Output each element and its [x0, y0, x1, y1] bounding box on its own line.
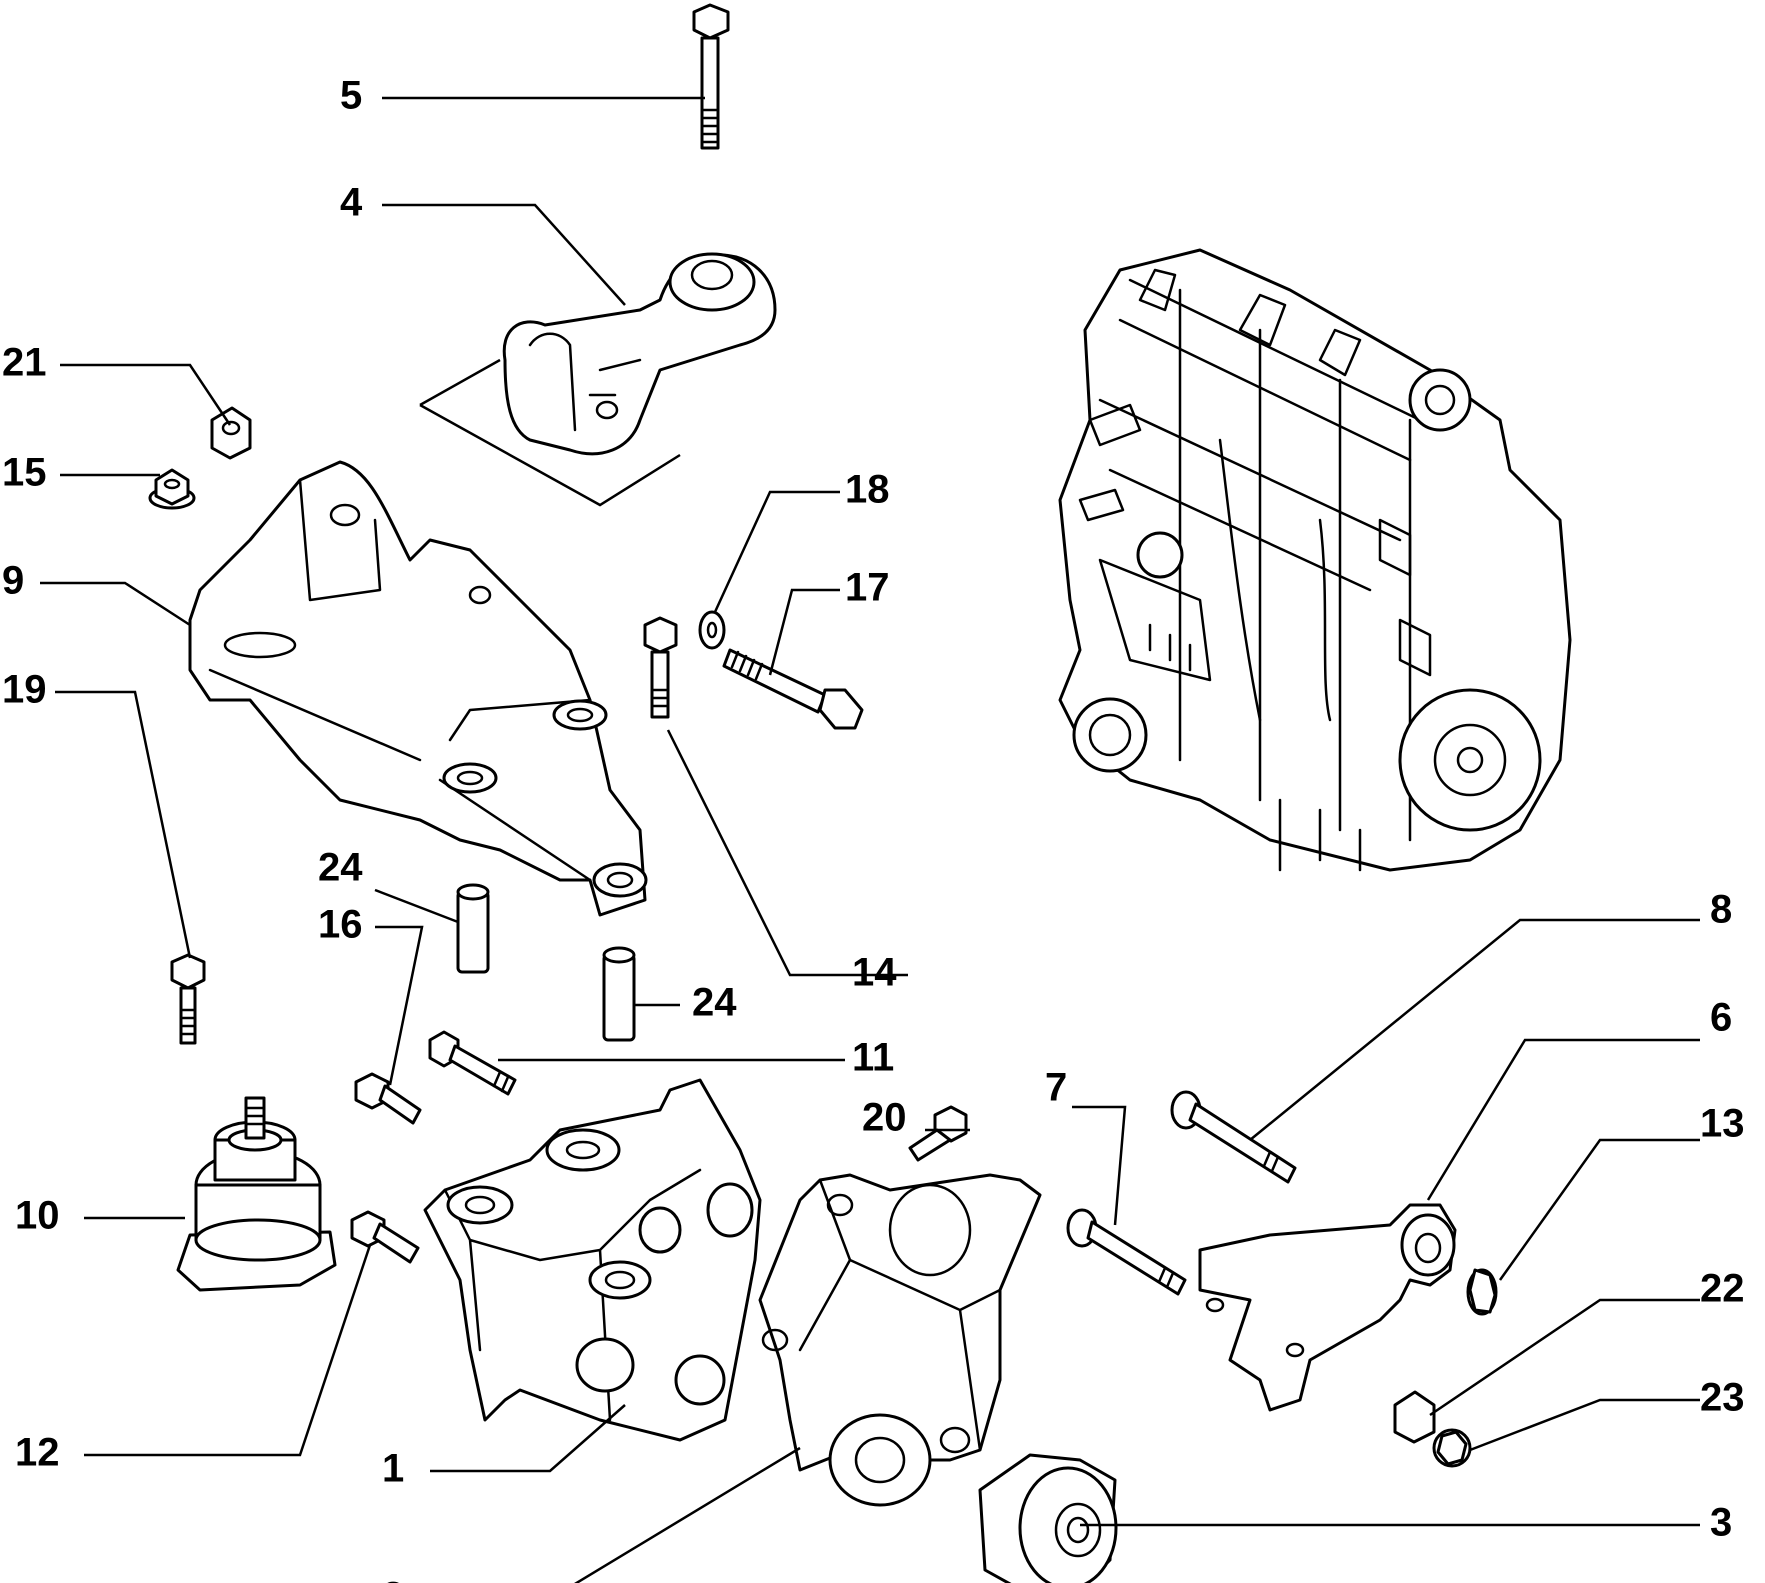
callout-19: 19 — [2, 668, 47, 712]
part-10-hydraulic-mount — [176, 1096, 337, 1292]
callout-11: 11 — [852, 1036, 894, 1080]
callout-12: 12 — [15, 1431, 60, 1475]
callout-8: 8 — [1710, 888, 1732, 932]
leader-17 — [768, 588, 840, 676]
leader-22 — [1429, 1298, 1700, 1417]
part-17-bolt — [722, 648, 864, 730]
callout-1: 1 — [382, 1447, 404, 1491]
callout-24-lower: 24 — [692, 981, 737, 1025]
part-18-washer — [698, 610, 726, 650]
part-19-bolt — [170, 953, 206, 1045]
callout-20: 20 — [862, 1096, 907, 1140]
callout-10: 10 — [15, 1194, 60, 1238]
callout-17: 17 — [845, 566, 890, 610]
leader-24a — [374, 888, 459, 924]
part-20-bolt — [908, 1105, 968, 1162]
part-24-sleeve-left — [456, 883, 490, 974]
leader-16 — [375, 925, 424, 1086]
leader-2 — [574, 1446, 801, 1583]
part-2-lower-bracket — [758, 1173, 1042, 1507]
callout-18: 18 — [845, 468, 890, 512]
part-13-flange-nut — [1466, 1268, 1498, 1316]
leader-18 — [713, 490, 840, 613]
leader-8 — [1249, 918, 1700, 1141]
part-21-square-nut — [210, 406, 252, 460]
callout-15: 15 — [2, 451, 47, 495]
callout-23: 23 — [1700, 1376, 1745, 1420]
leader-12 — [84, 1244, 372, 1457]
leader-9 — [40, 581, 191, 627]
part-14-bolt — [643, 616, 678, 719]
callout-24-upper: 24 — [318, 846, 363, 890]
part-6-torque-rod — [1198, 1203, 1457, 1412]
callout-16: 16 — [318, 903, 363, 947]
part-3-bushing — [978, 1453, 1118, 1583]
part-8-bolt — [1170, 1090, 1297, 1184]
leader-21 — [60, 363, 232, 426]
engine-block-illustration — [1058, 248, 1572, 872]
part-12-bolt — [350, 1210, 420, 1264]
callout-2: 2 — [382, 1575, 404, 1583]
leader-1 — [430, 1404, 626, 1473]
callout-7: 7 — [1045, 1066, 1067, 1110]
leader-13 — [1498, 1138, 1700, 1281]
callout-labels: 5 4 21 15 9 19 18 17 24 16 14 24 11 10 1… — [2, 74, 1745, 1583]
leader-6 — [1426, 1038, 1700, 1201]
part-15-flange-nut — [148, 468, 196, 510]
callout-21: 21 — [2, 341, 47, 385]
part-4-dash-box — [419, 358, 681, 507]
leader-23 — [1469, 1398, 1700, 1452]
callout-4: 4 — [340, 181, 363, 225]
part-9-engine-bracket — [188, 460, 648, 917]
part-4-upper-torque-mount — [502, 252, 777, 456]
part-1-gearbox-mount — [423, 1078, 762, 1442]
callout-9: 9 — [2, 559, 24, 603]
part-11-bolt — [428, 1030, 517, 1096]
leader-7 — [1072, 1105, 1127, 1226]
leader-19 — [55, 690, 192, 959]
leader-4 — [382, 203, 626, 306]
callout-6: 6 — [1710, 996, 1732, 1040]
part-5-bolt — [692, 3, 730, 150]
part-7-bolt — [1066, 1208, 1187, 1296]
leader-14 — [666, 729, 908, 977]
callout-13: 13 — [1700, 1102, 1745, 1146]
part-23-flange-nut — [1432, 1428, 1472, 1468]
part-22-square-nut — [1393, 1390, 1436, 1444]
callout-14: 14 — [852, 951, 897, 995]
leader-lines — [40, 96, 1700, 1583]
part-24-sleeve-right — [602, 946, 636, 1042]
callout-3: 3 — [1710, 1501, 1732, 1545]
callout-5: 5 — [340, 74, 362, 118]
part-16-bolt — [354, 1072, 422, 1125]
callout-22: 22 — [1700, 1267, 1745, 1311]
